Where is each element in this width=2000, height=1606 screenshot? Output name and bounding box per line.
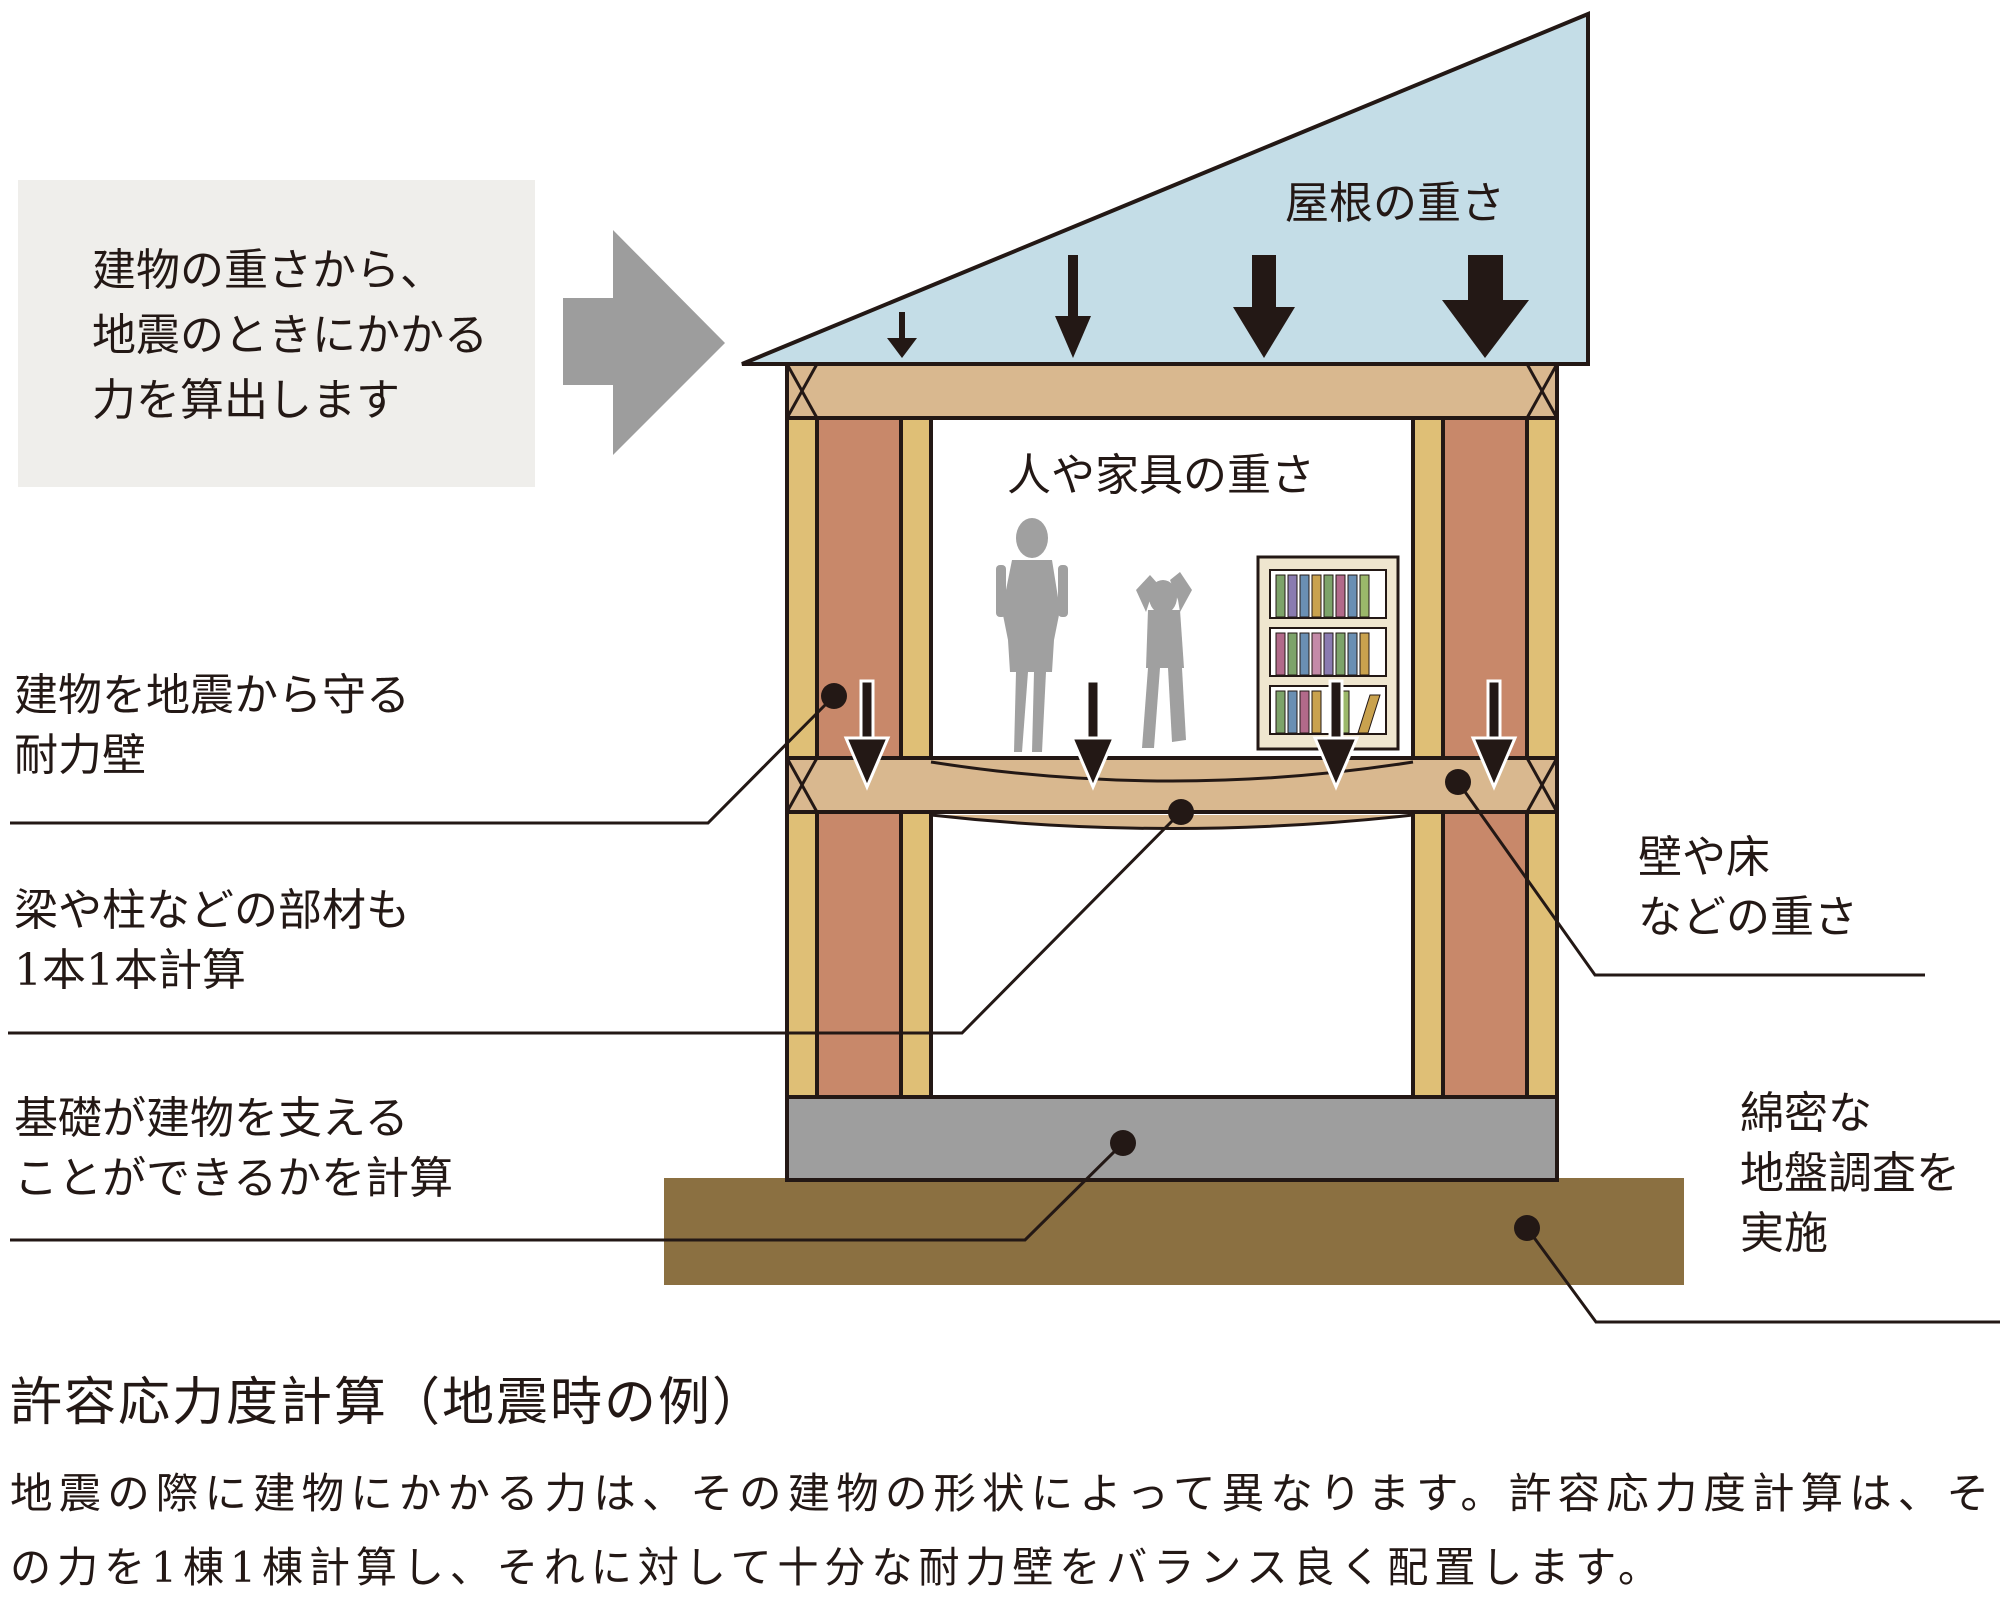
down-arrow-icon — [1312, 679, 1360, 791]
top-beam — [785, 362, 1559, 420]
cross-brace — [785, 363, 1559, 419]
roof-load-arrows — [887, 255, 1529, 358]
ground-survey-label: 綿密な — [1740, 1088, 1872, 1139]
svg-text:綿密な 地盤調査を 実施: 綿密な 地盤調査を 実施 — [1740, 1088, 1974, 1259]
svg-text:壁や床 などの重さ: 壁や床 などの重さ — [1638, 832, 1858, 943]
foundation — [785, 1095, 1559, 1182]
people-furniture-weight-label: 人や家具の重さ — [1007, 450, 1315, 501]
leader-dot — [1445, 769, 1471, 795]
members-label: 梁や柱などの部材も — [14, 885, 410, 936]
caption-body-line: の力を1棟1棟計算し、それに対して十分な耐力壁をバランス良く配置します。 — [10, 1543, 1665, 1592]
down-arrow-icon — [843, 679, 891, 791]
info-box-line: 建物の重さから、 — [92, 245, 444, 296]
foundation-label: 基礎が建物を支える — [14, 1093, 409, 1144]
leader-dot — [1168, 799, 1194, 825]
big-arrow-icon — [563, 230, 725, 455]
info-box-line: 力を算出します — [92, 375, 400, 426]
bookshelf-icon — [1256, 555, 1400, 751]
down-arrow-icon — [1069, 679, 1117, 791]
foundation-label: ことができるかを計算 — [14, 1153, 453, 1204]
info-box-line: 地震のときにかかる — [92, 310, 488, 361]
svg-text:建物の重さから、 地震のときにかかる 力を算: 建物の重さから、 地震のときにかかる 力を算出します — [92, 245, 502, 426]
svg-text:建物を地震から守る 耐力壁: 建物を地震から守る 耐力壁 — [14, 670, 424, 781]
leader-dot — [821, 683, 847, 709]
info-box — [18, 180, 535, 487]
floor-load-arrows — [843, 679, 1518, 791]
floor-deflection — [930, 760, 1414, 783]
ground — [664, 1178, 1684, 1285]
stretching-person-icon — [1136, 572, 1192, 748]
svg-text:梁や柱などの部材も 1本1本計算: 梁や柱などの部材も 1本1本計算 — [14, 885, 424, 996]
members-label: 1本1本計算 — [14, 945, 246, 996]
leader-line-foundation — [10, 1141, 1125, 1242]
caption-body-line: 地震の際に建物にかかる力は、その建物の形状によって異なります。許容応力度計算は、… — [10, 1469, 1995, 1518]
caption-title: 許容応力度計算（地震時の例） — [10, 1373, 766, 1433]
leader-line-wall-floor — [1456, 781, 1925, 977]
shear-wall-label: 耐力壁 — [14, 730, 146, 781]
down-arrow-icon — [1055, 255, 1091, 358]
down-arrow-icon — [1233, 255, 1295, 358]
svg-text:地震の際に建物にかかる力は、その建物の形状によって異なります: 地震の際に建物にかかる力は、その建物の形状によって異なります。許容応力度計算は、… — [10, 1469, 2000, 1592]
leader-line-shear-wall — [10, 694, 836, 825]
roof-weight-label: 屋根の重さ — [1285, 178, 1505, 229]
wall-floor-weight-label: 壁や床 — [1638, 832, 1770, 883]
down-arrow-icon — [1442, 255, 1529, 358]
svg-text:基礎が建物を支える ことができるかを計算: 基礎が建物を支える ことができるかを計算 — [14, 1093, 453, 1204]
shear-wall-label: 建物を地震から守る — [14, 670, 410, 721]
wall-floor-weight-label: などの重さ — [1638, 892, 1858, 943]
ground-survey-label: 地盤調査を — [1740, 1148, 1960, 1199]
ground-survey-label: 実施 — [1740, 1208, 1828, 1259]
leader-dot — [1110, 1130, 1136, 1156]
leader-line-members — [8, 810, 1183, 1035]
standing-person-icon — [996, 518, 1068, 752]
cross-brace — [785, 757, 1559, 813]
leader-dot — [1514, 1215, 1540, 1241]
down-arrow-icon — [1470, 679, 1518, 791]
down-arrow-icon — [887, 312, 917, 358]
leader-line-ground — [1525, 1227, 2000, 1324]
